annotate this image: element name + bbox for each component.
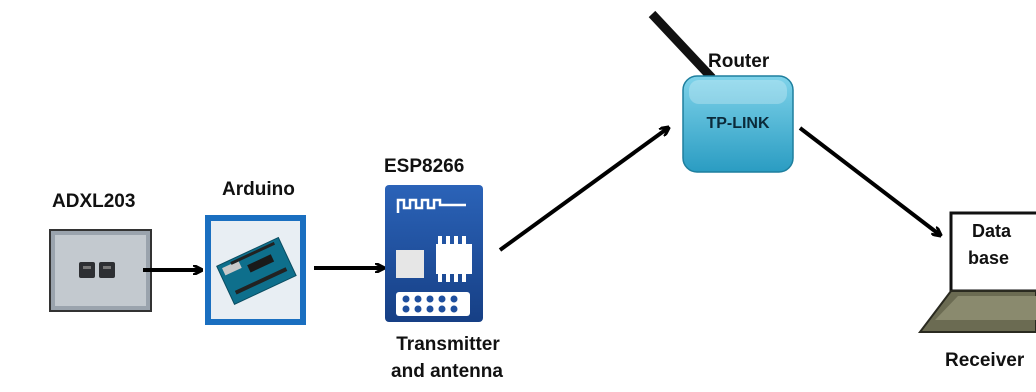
esp8266-caption-line1: Transmitter xyxy=(396,334,500,355)
sensor-label: ADXL203 xyxy=(52,191,136,212)
database-screen-line1: Data xyxy=(972,221,1012,241)
receiver-label: Receiver xyxy=(945,350,1025,371)
esp8266-caption-line2: and antenna xyxy=(391,361,503,382)
arduino-label: Arduino xyxy=(222,179,295,200)
router-icon xyxy=(648,10,794,173)
router-brand-text: TP-LINK xyxy=(706,115,770,132)
laptop-icon xyxy=(917,211,1036,333)
router-label: Router xyxy=(708,51,770,72)
database-screen-line2: base xyxy=(968,248,1010,268)
sensor-image xyxy=(49,229,152,312)
edge-esp-router xyxy=(498,128,668,252)
esp8266-label: ESP8266 xyxy=(384,156,465,177)
edge-router-receiver xyxy=(798,126,940,235)
arduino-image xyxy=(205,215,306,325)
esp8266-image xyxy=(385,185,483,322)
